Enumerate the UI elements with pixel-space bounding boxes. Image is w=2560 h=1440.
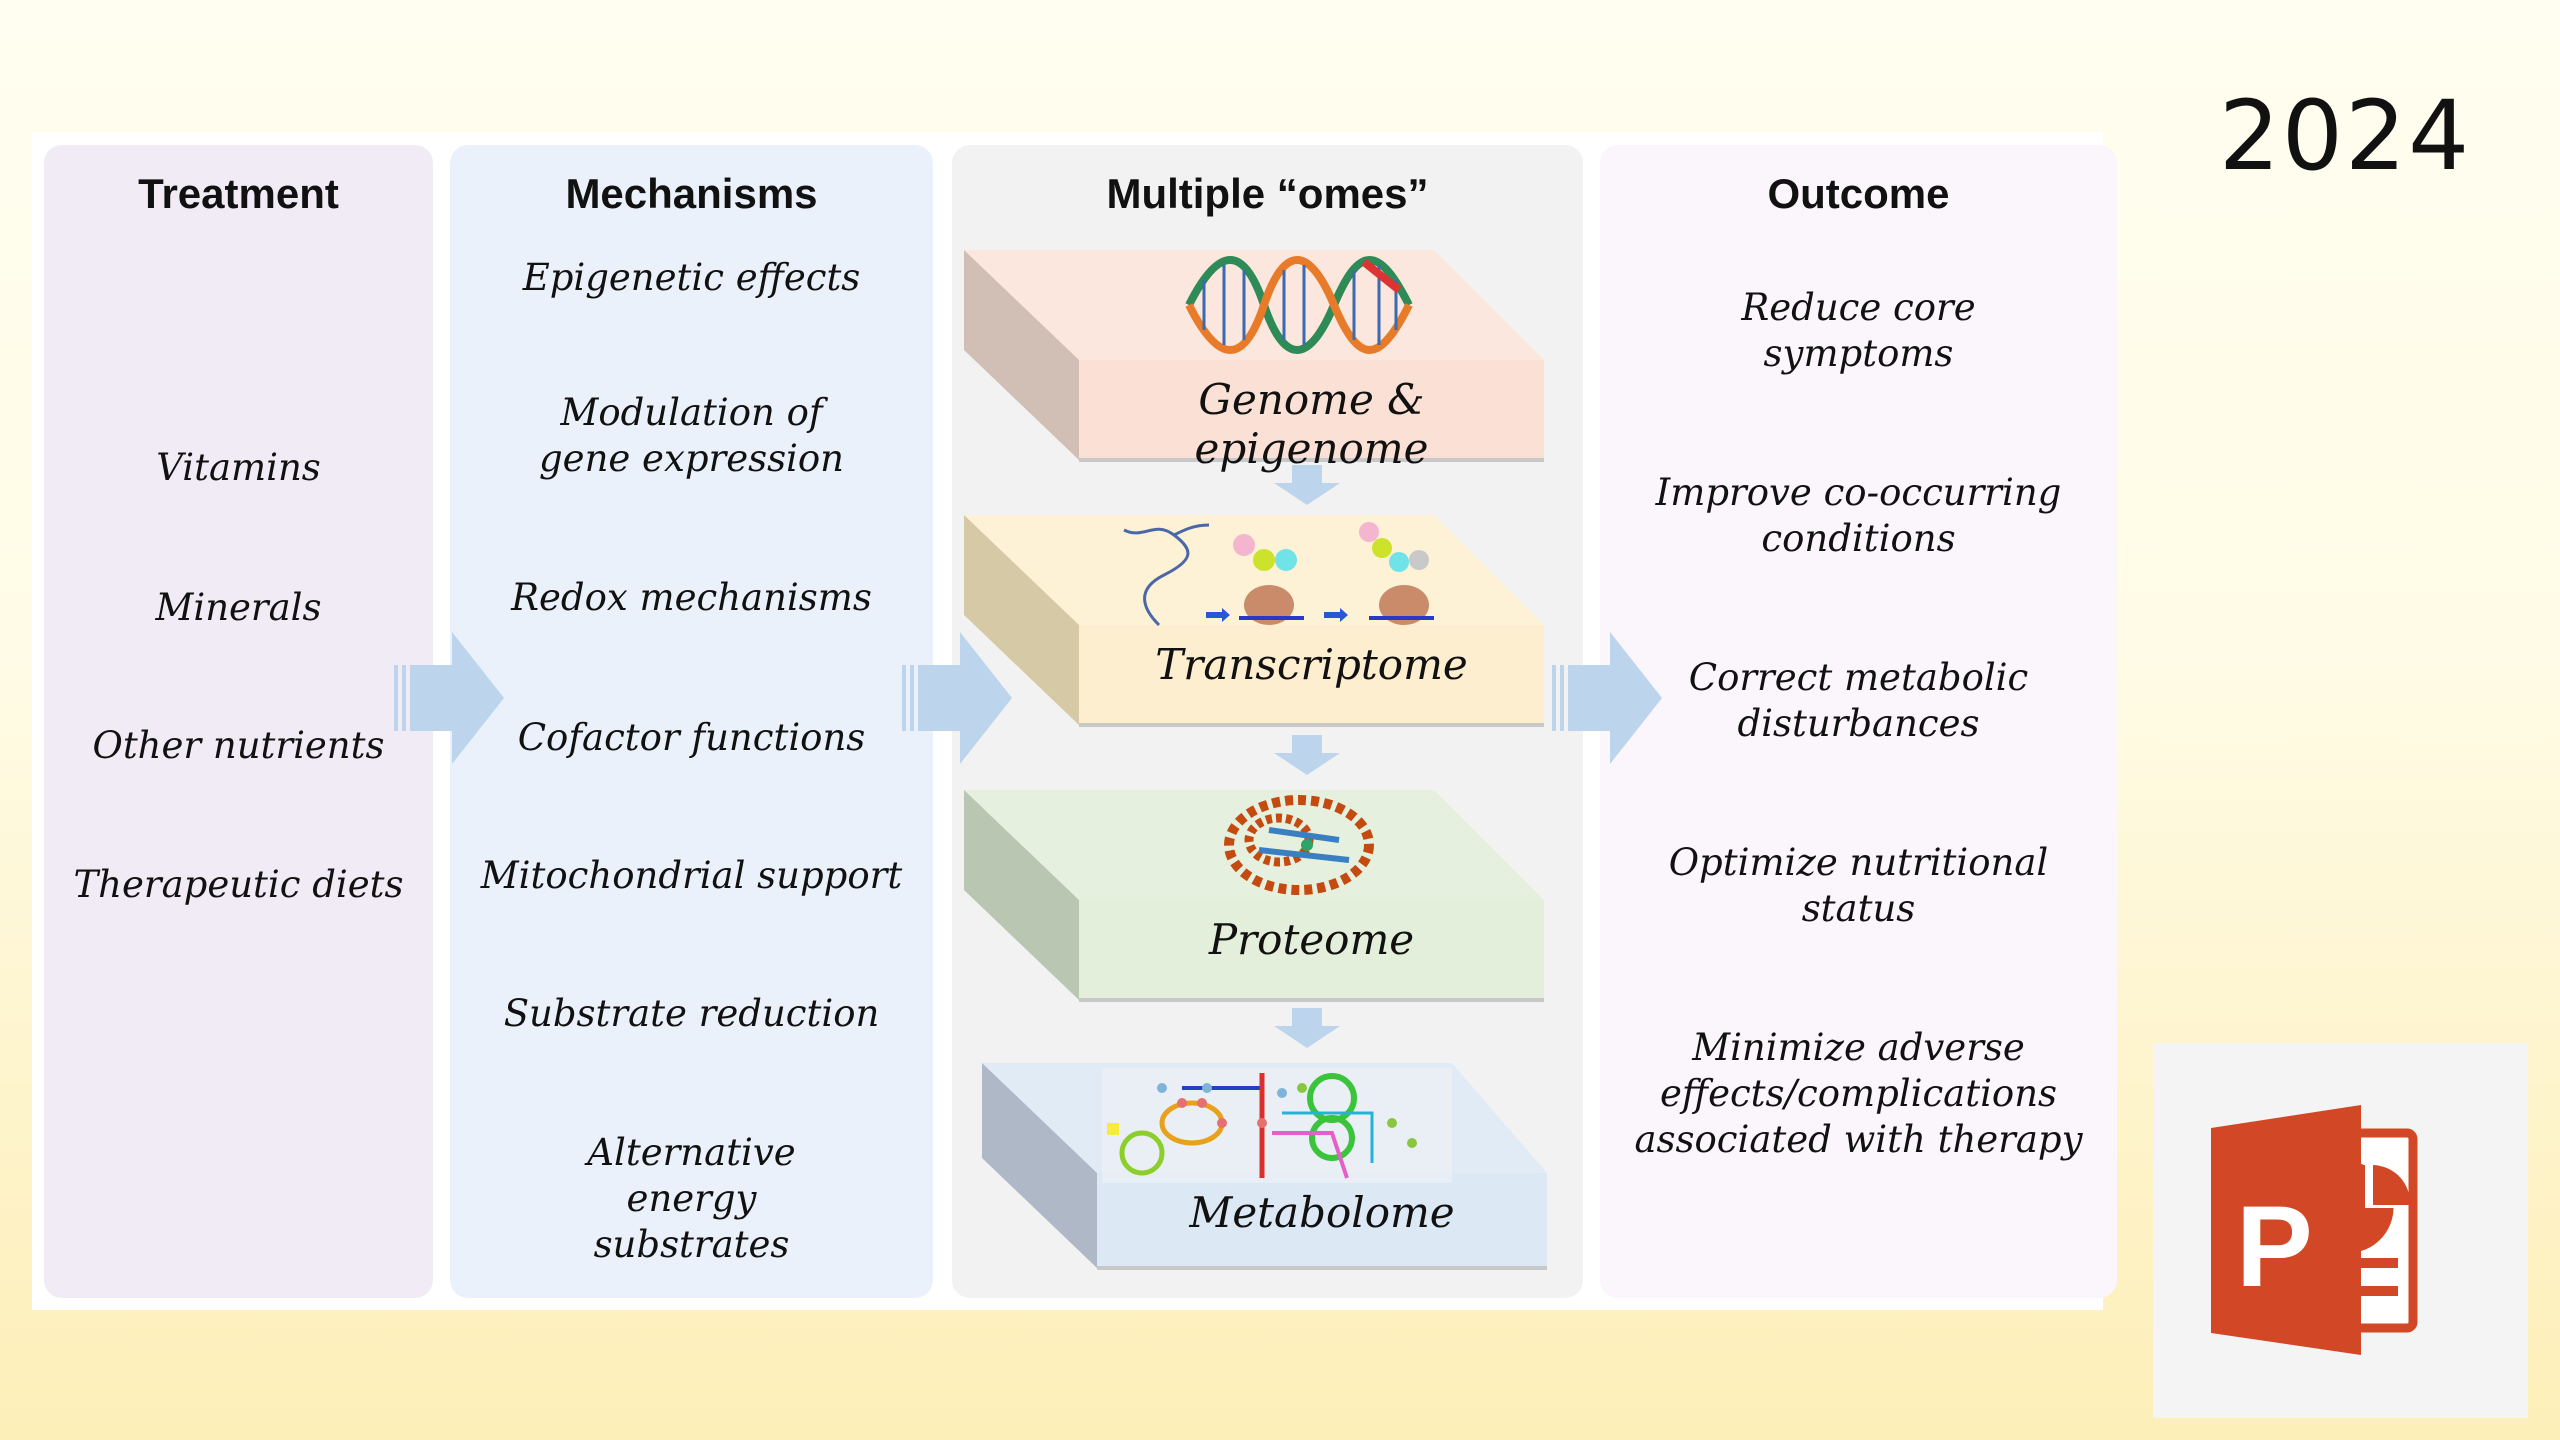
- treatment-title: Treatment: [138, 170, 339, 217]
- right-arrow-icon: [902, 632, 1012, 764]
- omes-column: Multiple “omes” Genome & epige: [952, 145, 1583, 1298]
- metabolic-pathway-icon: [1102, 1068, 1452, 1183]
- treatment-item: Vitamins: [156, 446, 321, 489]
- right-arrow-icon: [394, 632, 504, 764]
- right-arrow-icon: [1552, 632, 1662, 764]
- year-label: 2024: [2218, 80, 2472, 192]
- down-arrow-icon: [1274, 735, 1340, 775]
- mechanism-item: Redox mechanisms: [511, 576, 872, 619]
- mechanisms-column: Mechanisms Epigenetic effects Modulation…: [450, 145, 933, 1298]
- transcriptome-layer: Transcriptome: [964, 515, 1544, 730]
- mechanism-item: Cofactor functions: [517, 716, 866, 759]
- transcriptome-label: Transcriptome: [1155, 640, 1468, 689]
- treatment-item: Minerals: [155, 586, 322, 629]
- mechanism-item: Substrate reduction: [503, 992, 880, 1035]
- rna-translation-icon: [1123, 522, 1434, 627]
- treatment-item: Therapeutic diets: [73, 863, 404, 906]
- mechanism-item: Alternative energy substrates: [587, 1131, 796, 1266]
- outcome-item: Minimize adverse effects/complications a…: [1634, 1026, 2083, 1161]
- genome-layer: Genome & epigenome: [964, 250, 1544, 473]
- proteome-label: Proteome: [1208, 915, 1415, 964]
- outcome-title: Outcome: [1767, 170, 1950, 217]
- treatment-item: Other nutrients: [92, 724, 385, 767]
- down-arrow-icon: [1274, 1008, 1340, 1048]
- genome-label: Genome & epigenome: [1194, 375, 1429, 473]
- dna-helix-icon: [1185, 256, 1413, 354]
- diagram-panel: Treatment Vitamins Minerals Other nutrie…: [32, 132, 2117, 1310]
- down-arrow-icon: [1274, 465, 1340, 505]
- outcome-item: Optimize nutritional status: [1668, 841, 2049, 930]
- protein-structure-icon: [1224, 795, 1374, 895]
- outcome-item: Reduce core symptoms: [1741, 286, 1976, 375]
- powerpoint-logo: P: [2153, 1043, 2528, 1418]
- powerpoint-letter: P: [2236, 1183, 2313, 1311]
- mechanism-item: Epigenetic effects: [522, 256, 861, 299]
- mechanism-item: Mitochondrial support: [480, 854, 903, 897]
- metabolome-label: Metabolome: [1189, 1188, 1455, 1237]
- omes-title: Multiple “omes”: [1106, 170, 1429, 217]
- genome-slab: [964, 250, 1544, 462]
- treatment-column: Treatment Vitamins Minerals Other nutrie…: [44, 145, 433, 1298]
- outcome-item: Improve co-occurring conditions: [1655, 471, 2062, 560]
- mechanism-item: Modulation of gene expression: [538, 391, 844, 480]
- mechanisms-title: Mechanisms: [565, 170, 818, 217]
- outcome-column: Outcome Reduce core symptoms Improve co-…: [1600, 145, 2117, 1298]
- metabolome-layer: Metabolome: [982, 1063, 1547, 1273]
- powerpoint-icon: P: [2211, 1105, 2418, 1355]
- outcome-item: Correct metabolic disturbances: [1688, 656, 2029, 745]
- proteome-layer: Proteome: [964, 790, 1544, 1005]
